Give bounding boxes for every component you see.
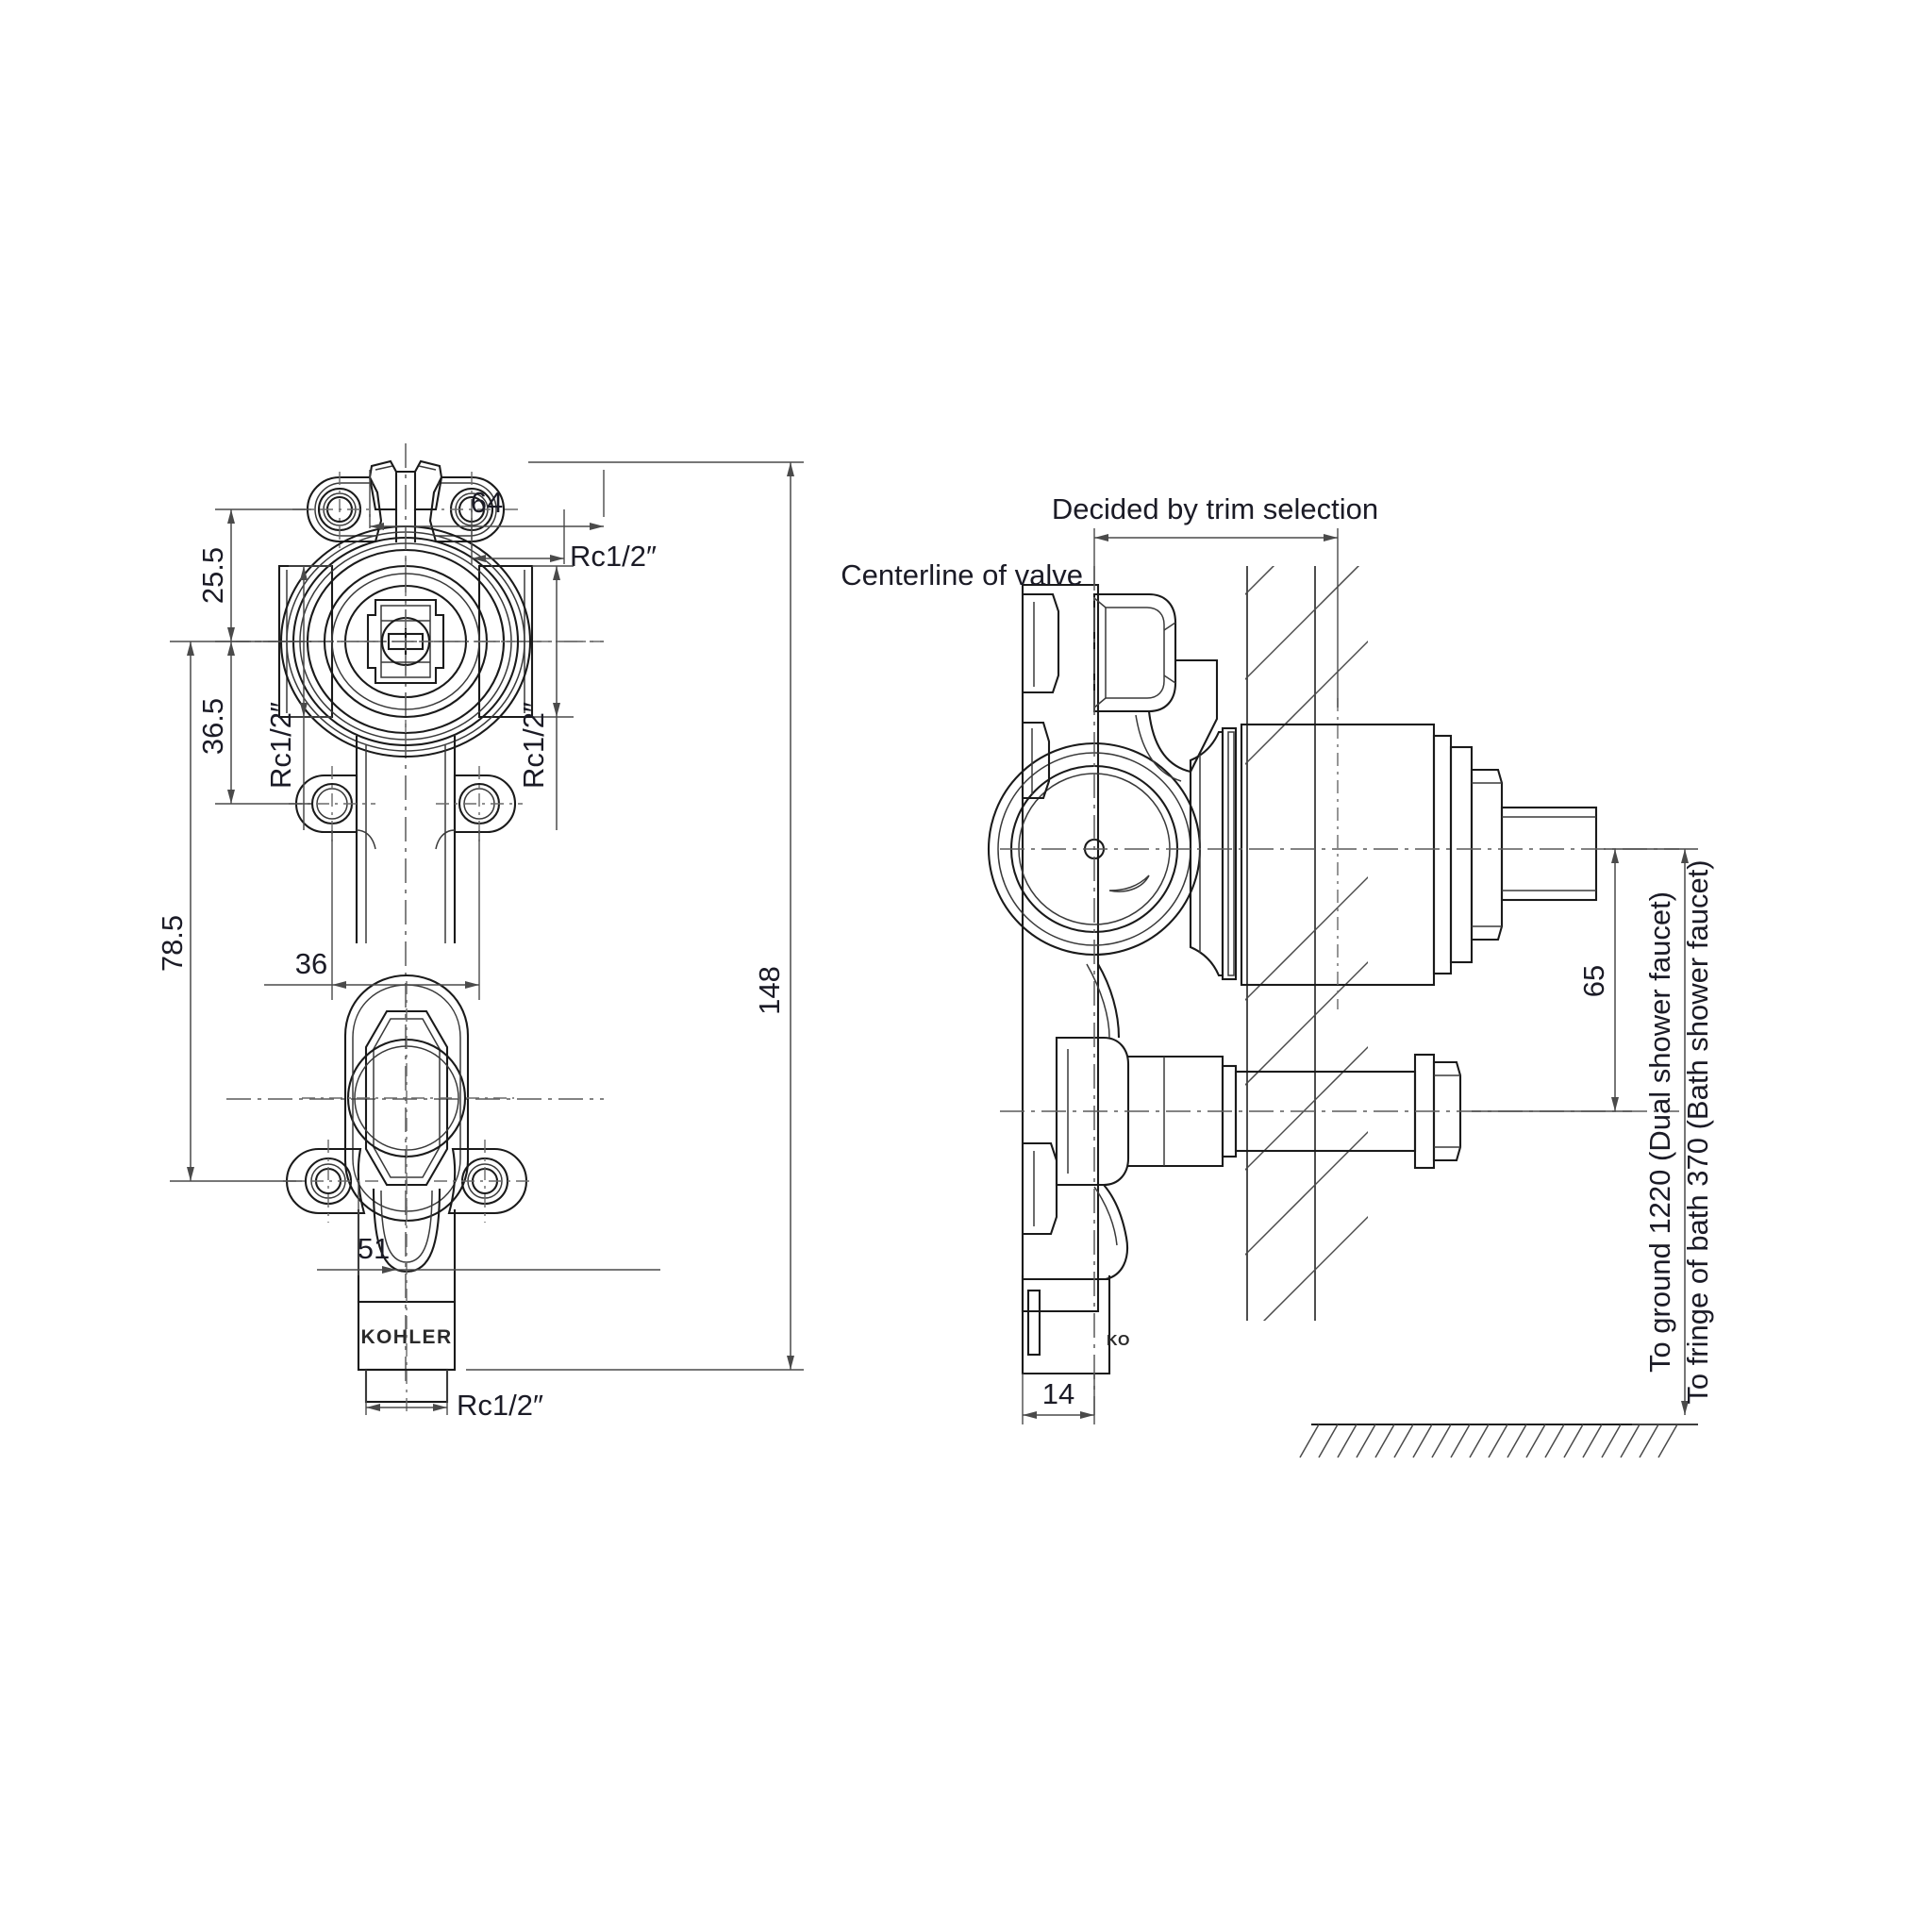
dim-overall-height: 148 xyxy=(753,966,786,1015)
dim-right-port-thread: Rc1/2″ xyxy=(517,702,550,789)
side-view-dimensions: Decided by trim selection Centerline of … xyxy=(841,492,1714,1425)
dim-bottom-offset: 51 xyxy=(358,1232,390,1265)
side-view: KO xyxy=(987,566,1698,1458)
dim-top-thread: Rc1/2″ xyxy=(570,540,657,573)
dim-overall-width: 64 xyxy=(471,486,503,519)
front-neck xyxy=(355,736,457,943)
dim-overall-upper: 78.5 xyxy=(156,915,189,972)
dim-left-port-thread: Rc1/2″ xyxy=(264,702,297,789)
middle-mount-ears xyxy=(289,766,523,850)
front-view: KOHLER xyxy=(226,443,604,1415)
dim-center-to-lower: 36.5 xyxy=(196,698,229,755)
dim-bottom-thread: Rc1/2″ xyxy=(457,1389,543,1422)
dim-mount-spacing: 36 xyxy=(295,947,327,980)
wall-section xyxy=(1245,566,1368,1321)
kohler-logo-side: KO xyxy=(1107,1333,1130,1349)
dim-to-ground: To ground 1220 (Dual shower faucet) xyxy=(1643,891,1676,1373)
dim-to-bath-fringe: To fringe of bath 370 (Bath shower fauce… xyxy=(1681,859,1714,1404)
dim-body-depth-14: 14 xyxy=(1042,1377,1074,1410)
side-valve-body: KO xyxy=(987,566,1679,1415)
dim-projection-65: 65 xyxy=(1577,965,1610,997)
front-view-dimensions: 64 Rc1/2″ 25.5 36.5 78.5 Rc1/2″ Rc1/2″ xyxy=(156,461,804,1422)
note-centerline-of-valve: Centerline of valve xyxy=(841,558,1083,591)
dim-top-to-center: 25.5 xyxy=(196,547,229,604)
note-trim-selection: Decided by trim selection xyxy=(1052,492,1378,525)
